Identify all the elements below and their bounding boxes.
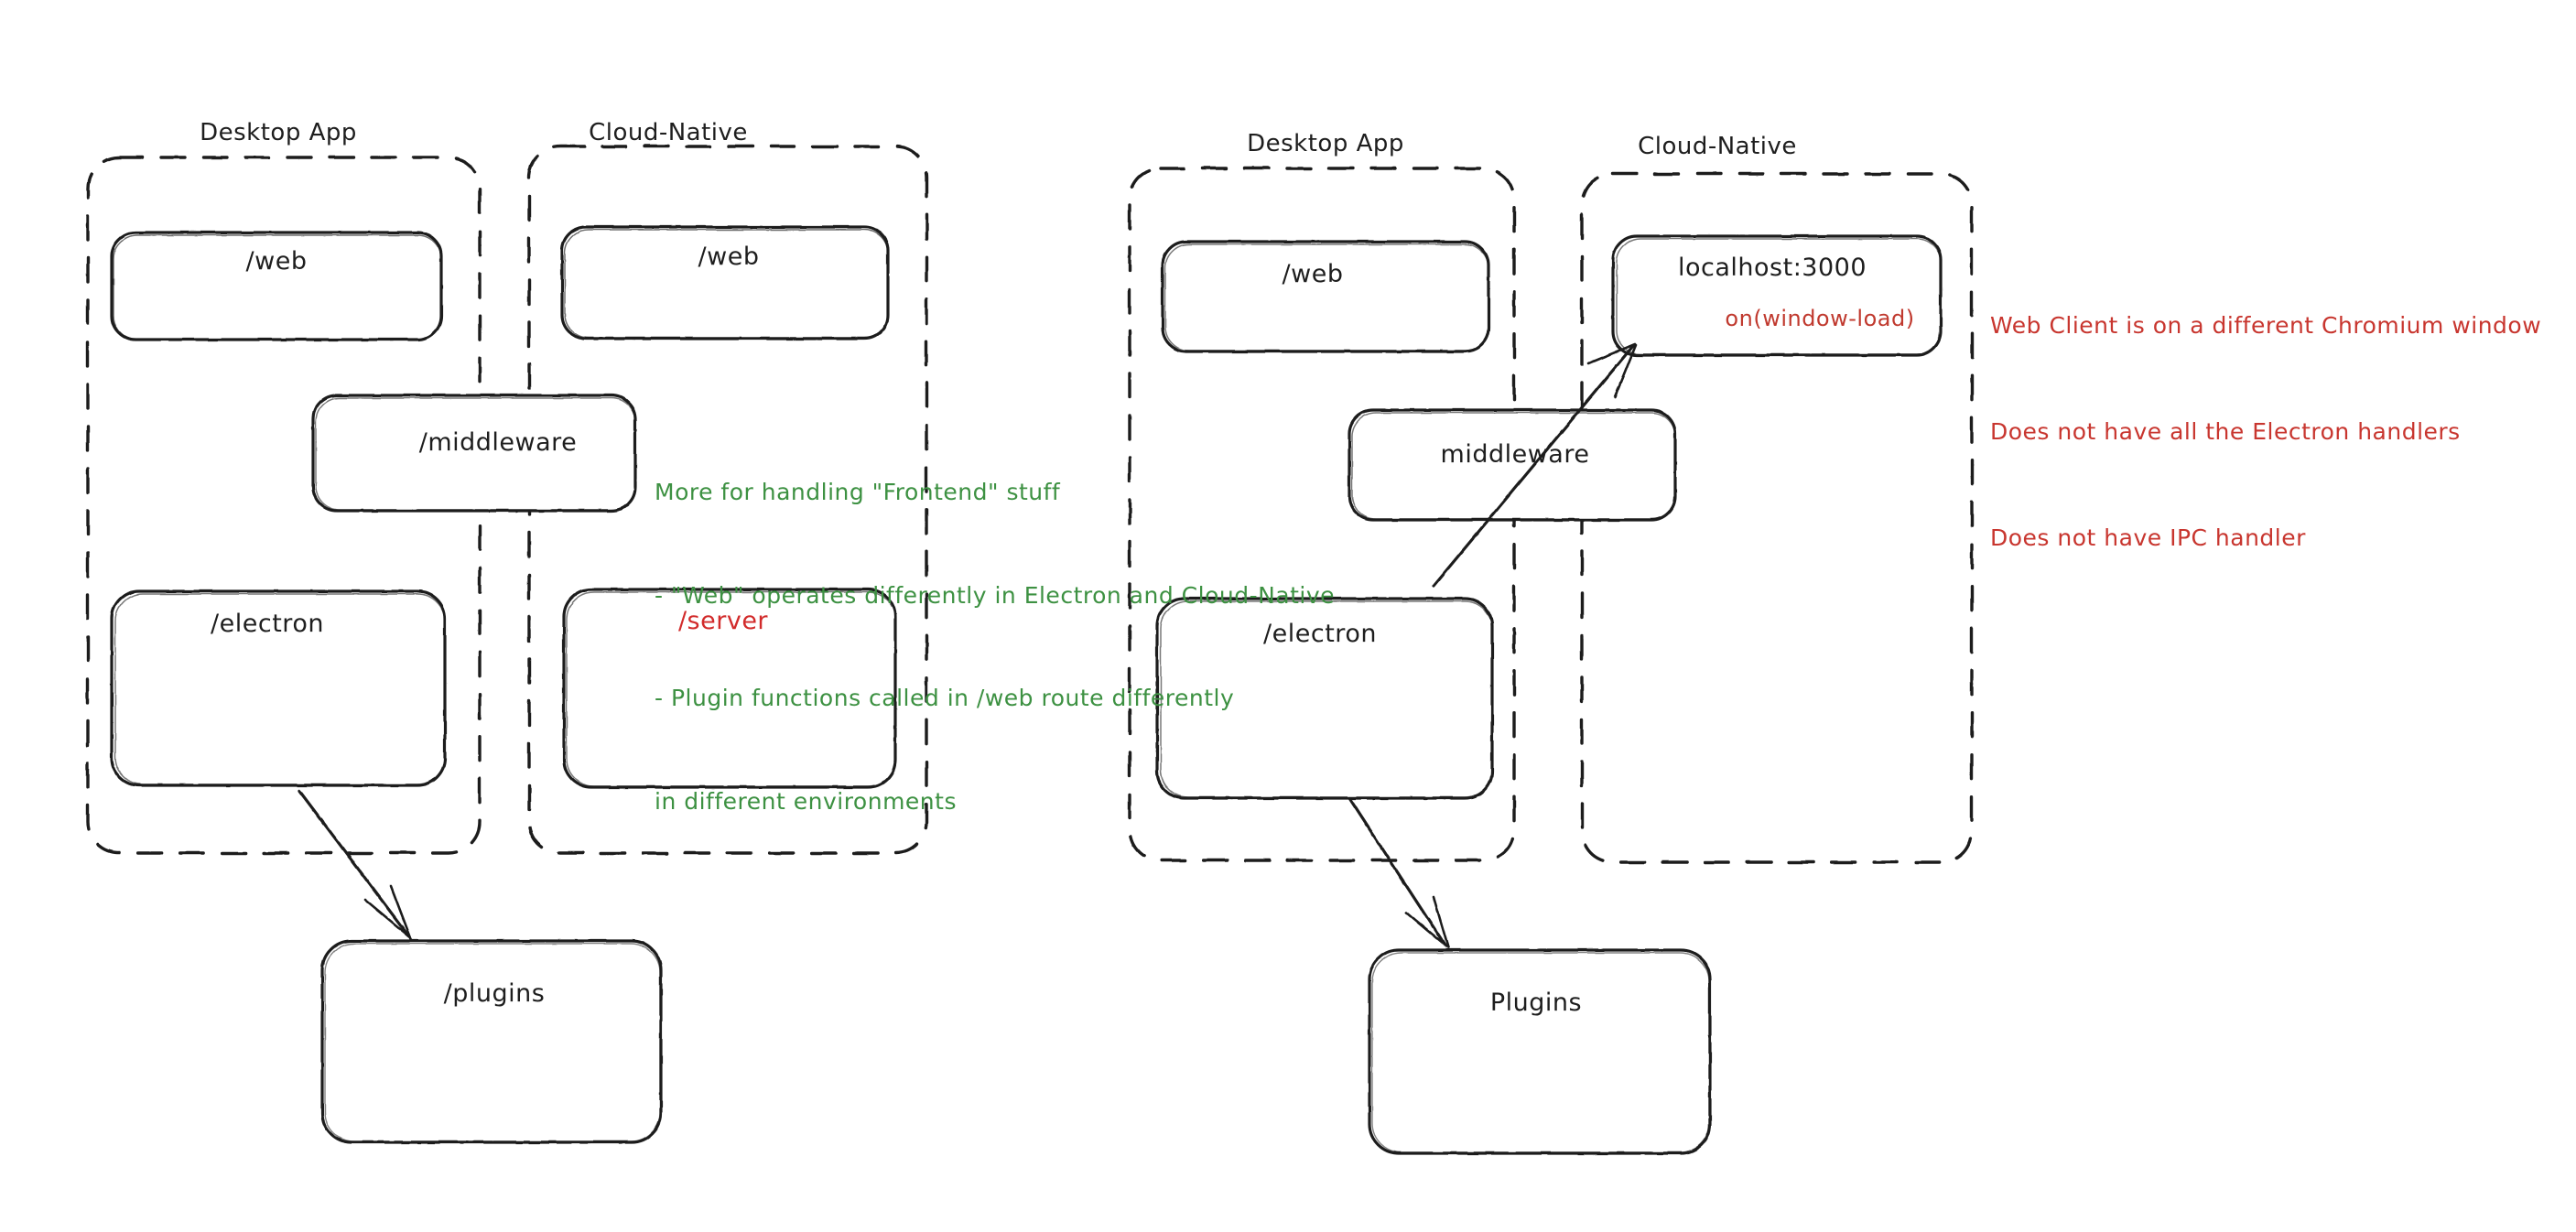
arrow-right-electron-to-localhost <box>1432 342 1638 588</box>
node-left-plugins[interactable] <box>320 939 663 1144</box>
group-label-left-desktop-app: Desktop App <box>200 119 357 146</box>
node-label-right-plugins: Plugins <box>1489 989 1583 1017</box>
node-sublabel-right-localhost-on-window-load: on(window-load) <box>1725 306 1915 331</box>
annotation-red-line-2: Does not have all the Electron handlers <box>1990 417 2461 445</box>
node-label-right-web: /web <box>1282 260 1344 288</box>
node-label-right-middleware: middleware <box>1440 440 1590 469</box>
annotation-green-line-2: - "Web" operates differently in Electron… <box>655 581 1336 609</box>
node-left-middleware[interactable] <box>311 394 637 513</box>
annotation-green-line-1: More for handling "Frontend" stuff <box>655 479 1061 505</box>
node-label-left-cloud-web: /web <box>698 243 760 271</box>
node-right-middleware[interactable] <box>1348 408 1677 522</box>
annotation-green-line-4: in different environments <box>655 787 957 815</box>
node-left-electron[interactable] <box>110 589 447 787</box>
arrow-left-electron-to-plugins <box>298 789 413 941</box>
node-label-left-web: /web <box>245 247 308 276</box>
node-label-left-middleware: /middleware <box>418 428 578 457</box>
node-left-server[interactable] <box>562 588 897 789</box>
annotation-red-line-1: Web Client is on a different Chromium wi… <box>1990 311 2542 339</box>
node-left-web[interactable] <box>110 231 443 341</box>
annotation-red-note: Web Client is on a different Chromium wi… <box>1990 237 2541 592</box>
annotation-green-line-3: - Plugin functions called in /web route … <box>655 685 1235 711</box>
node-right-plugins[interactable] <box>1368 948 1712 1155</box>
node-right-electron[interactable] <box>1155 597 1494 800</box>
annotation-red-line-3: Does not have IPC handler <box>1990 524 2306 551</box>
node-right-localhost[interactable] <box>1611 234 1943 357</box>
node-label-left-electron: /electron <box>211 610 324 638</box>
node-label-left-server: /server <box>677 607 769 635</box>
node-label-left-plugins: /plugins <box>443 979 546 1008</box>
group-label-left-cloud-native: Cloud-Native <box>589 119 748 146</box>
group-label-right-desktop-app: Desktop App <box>1247 130 1404 157</box>
node-label-right-electron: /electron <box>1263 620 1377 648</box>
arrow-right-electron-to-plugins <box>1348 796 1450 949</box>
node-right-web[interactable] <box>1161 240 1490 353</box>
group-label-right-cloud-native: Cloud-Native <box>1638 133 1797 160</box>
node-label-right-localhost: localhost:3000 <box>1677 254 1867 282</box>
node-left-cloud-web[interactable] <box>560 225 890 340</box>
annotation-green-note: More for handling "Frontend" stuff - "We… <box>655 406 1335 853</box>
